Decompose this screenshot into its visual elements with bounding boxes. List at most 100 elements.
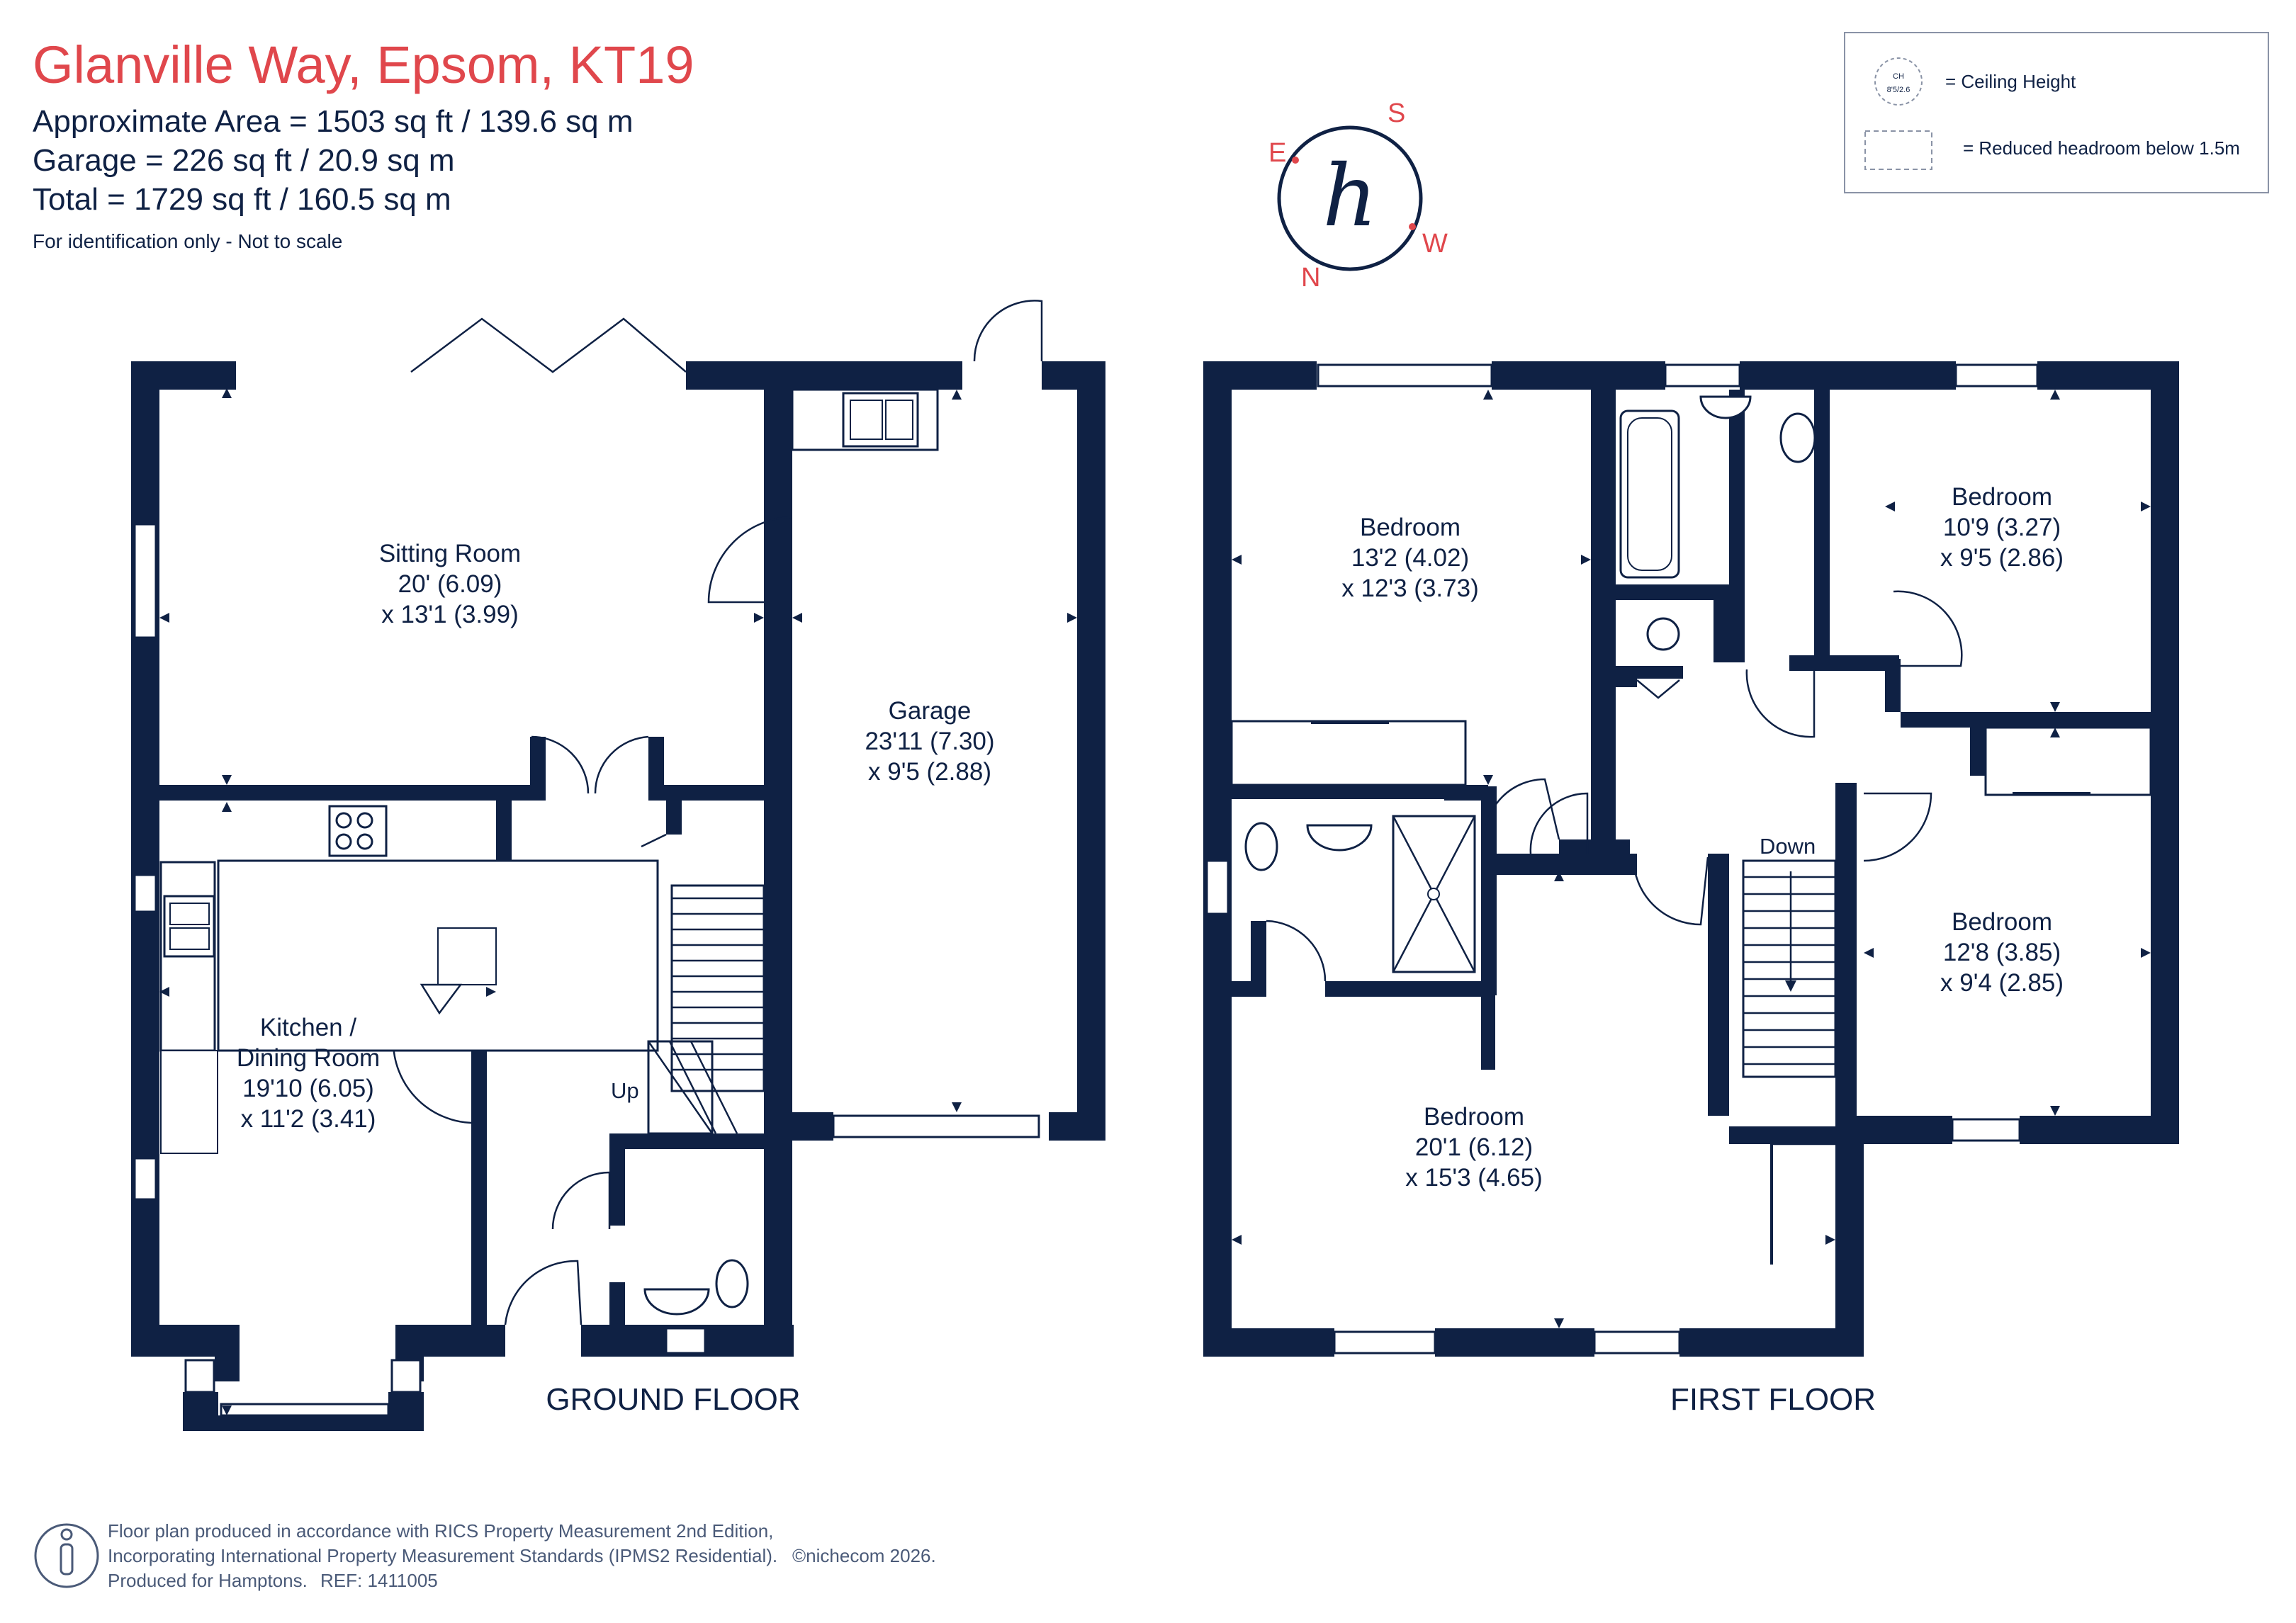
bedroom-2-name: Bedroom xyxy=(1952,483,2052,511)
footer: Floor plan produced in accordance with R… xyxy=(34,1520,936,1591)
garage-area: Garage = 226 sq ft / 20.9 sq m xyxy=(33,143,455,178)
window xyxy=(133,523,157,639)
sitting-room-name: Sitting Room xyxy=(379,540,521,567)
kitchen-door xyxy=(392,1041,472,1124)
window xyxy=(1664,363,1741,388)
window xyxy=(220,1403,390,1417)
ceiling-height-symbol xyxy=(1874,57,1923,106)
compass-south: S xyxy=(1388,98,1405,128)
approximate-area: Approximate Area = 1503 sq ft / 139.6 sq… xyxy=(33,104,634,139)
kitchen-name: Kitchen / xyxy=(260,1014,356,1041)
window xyxy=(184,1359,215,1393)
sitting-room-dim2: x 13'1 (3.99) xyxy=(381,601,518,628)
ensuite-basin xyxy=(1306,824,1373,852)
stairs-up-label: Up xyxy=(611,1078,639,1103)
compass-west: W xyxy=(1422,229,1448,259)
bathroom-basin xyxy=(1699,395,1752,419)
window xyxy=(1205,859,1229,915)
landing-door xyxy=(1529,792,1589,854)
kitchen-sink xyxy=(163,895,215,958)
garage-dim2: x 9'5 (2.88) xyxy=(868,758,991,786)
window xyxy=(1593,1330,1681,1355)
legend: CH 8'5/2.6 = Ceiling Height = Reduced he… xyxy=(1844,32,2269,193)
hob xyxy=(328,805,388,857)
footer-copyright: ©nichecom 2026. xyxy=(792,1545,936,1566)
wc-door xyxy=(551,1171,611,1230)
window xyxy=(665,1327,707,1355)
bedroom-door xyxy=(1893,590,1963,667)
ground-floor-label: GROUND FLOOR xyxy=(546,1382,800,1417)
bathroom-door xyxy=(1745,669,1816,738)
svg-text:CH: CH xyxy=(1893,72,1904,81)
boiler-cylinder xyxy=(1646,617,1680,651)
window xyxy=(1954,363,2039,388)
garage-door xyxy=(832,1114,1040,1138)
garage-dim1: 23'11 (7.30) xyxy=(865,728,994,755)
svg-text:8'5/2.6: 8'5/2.6 xyxy=(1887,86,1910,94)
legend-box xyxy=(1844,32,2269,193)
first-floor-plan: Down Bedroom 13'2 (4.02) x 12'3 (3.73) B… xyxy=(1203,361,2179,1417)
ceiling-height-label: = Ceiling Height xyxy=(1945,71,2076,92)
compass-north: N xyxy=(1301,263,1320,293)
bedroom-2-door xyxy=(1863,792,1932,862)
window xyxy=(390,1359,422,1393)
window xyxy=(1317,363,1493,388)
kitchen-name-line2: Dining Room xyxy=(237,1044,380,1072)
footer-reference: REF: 1411005 xyxy=(320,1570,438,1591)
bedroom-1-dim2: x 12'3 (3.73) xyxy=(1341,575,1478,602)
sitting-room-dim1: 20' (6.09) xyxy=(398,570,502,598)
utility-sink xyxy=(842,392,919,448)
wardrobe xyxy=(1230,720,1467,786)
bifold-door xyxy=(410,317,687,373)
front-door xyxy=(504,1260,583,1325)
bedroom-1-name: Bedroom xyxy=(1360,514,1461,541)
window xyxy=(1951,1118,2021,1142)
stairs-down-label: Down xyxy=(1760,834,1816,859)
compass-east: E xyxy=(1268,138,1286,168)
ground-floor-plan: Up Sitting Room 20' (6.09) x 13'1 (3.99)… xyxy=(131,300,1105,1431)
bedroom-3-name: Bedroom xyxy=(1952,908,2052,936)
bedroom-3-dim1: 12'8 (3.85) xyxy=(1943,939,2061,966)
total-area: Total = 1729 sq ft / 160.5 sq m xyxy=(33,182,451,217)
garage-external-door xyxy=(973,300,1043,362)
footer-rics-note: Floor plan produced in accordance with R… xyxy=(108,1520,773,1542)
ensuite-main-door xyxy=(1483,778,1560,840)
bathroom-toilet xyxy=(1779,412,1816,463)
reduced-headroom-label: = Reduced headroom below 1.5m xyxy=(1963,137,2240,159)
bedroom-3-dim2: x 9'4 (2.85) xyxy=(1940,969,2064,997)
window xyxy=(133,1157,157,1201)
compass-logo: h E S W N xyxy=(1268,98,1448,293)
kitchen-dim1: 19'10 (6.05) xyxy=(242,1075,374,1102)
bedroom-4-dim1: 20'1 (6.12) xyxy=(1415,1133,1533,1161)
bedroom-4-dim2: x 15'3 (4.65) xyxy=(1405,1164,1542,1192)
scale-disclaimer: For identification only - Not to scale xyxy=(33,230,342,252)
bath xyxy=(1619,409,1680,579)
stairs-landing-door xyxy=(1632,856,1709,926)
ground-floor-stairs xyxy=(647,884,765,1135)
header: Glanville Way, Epsom, KT19 Approximate A… xyxy=(33,35,694,252)
cloakroom-toilet xyxy=(715,1259,749,1308)
first-floor-label: FIRST FLOOR xyxy=(1670,1382,1876,1417)
footer-produced-for: Produced for Hamptons. xyxy=(108,1570,308,1591)
logo-letter: h xyxy=(1322,147,1377,246)
bedroom-4-name: Bedroom xyxy=(1424,1103,1524,1131)
person-icon xyxy=(34,1523,99,1588)
reduced-headroom-symbol xyxy=(1864,130,1932,170)
kitchen-dim2: x 11'2 (3.41) xyxy=(241,1105,376,1133)
window xyxy=(133,873,157,913)
sitting-room-double-door xyxy=(531,735,649,794)
sitting-room-door xyxy=(707,516,793,604)
cloakroom-basin xyxy=(643,1288,710,1316)
footer-ipms-note: Incorporating International Property Mea… xyxy=(108,1545,777,1566)
wardrobe xyxy=(1984,726,2152,796)
ensuite-door xyxy=(1266,920,1327,982)
property-title: Glanville Way, Epsom, KT19 xyxy=(33,35,694,94)
window xyxy=(1333,1330,1436,1355)
ensuite-toilet xyxy=(1244,822,1278,871)
bedroom-1-dim1: 13'2 (4.02) xyxy=(1351,544,1469,572)
garage-name: Garage xyxy=(889,697,972,725)
first-floor-stairs xyxy=(1742,859,1837,1078)
bedroom-2-dim2: x 9'5 (2.86) xyxy=(1940,544,2064,572)
bedroom-2-dim1: 10'9 (3.27) xyxy=(1943,514,2061,541)
